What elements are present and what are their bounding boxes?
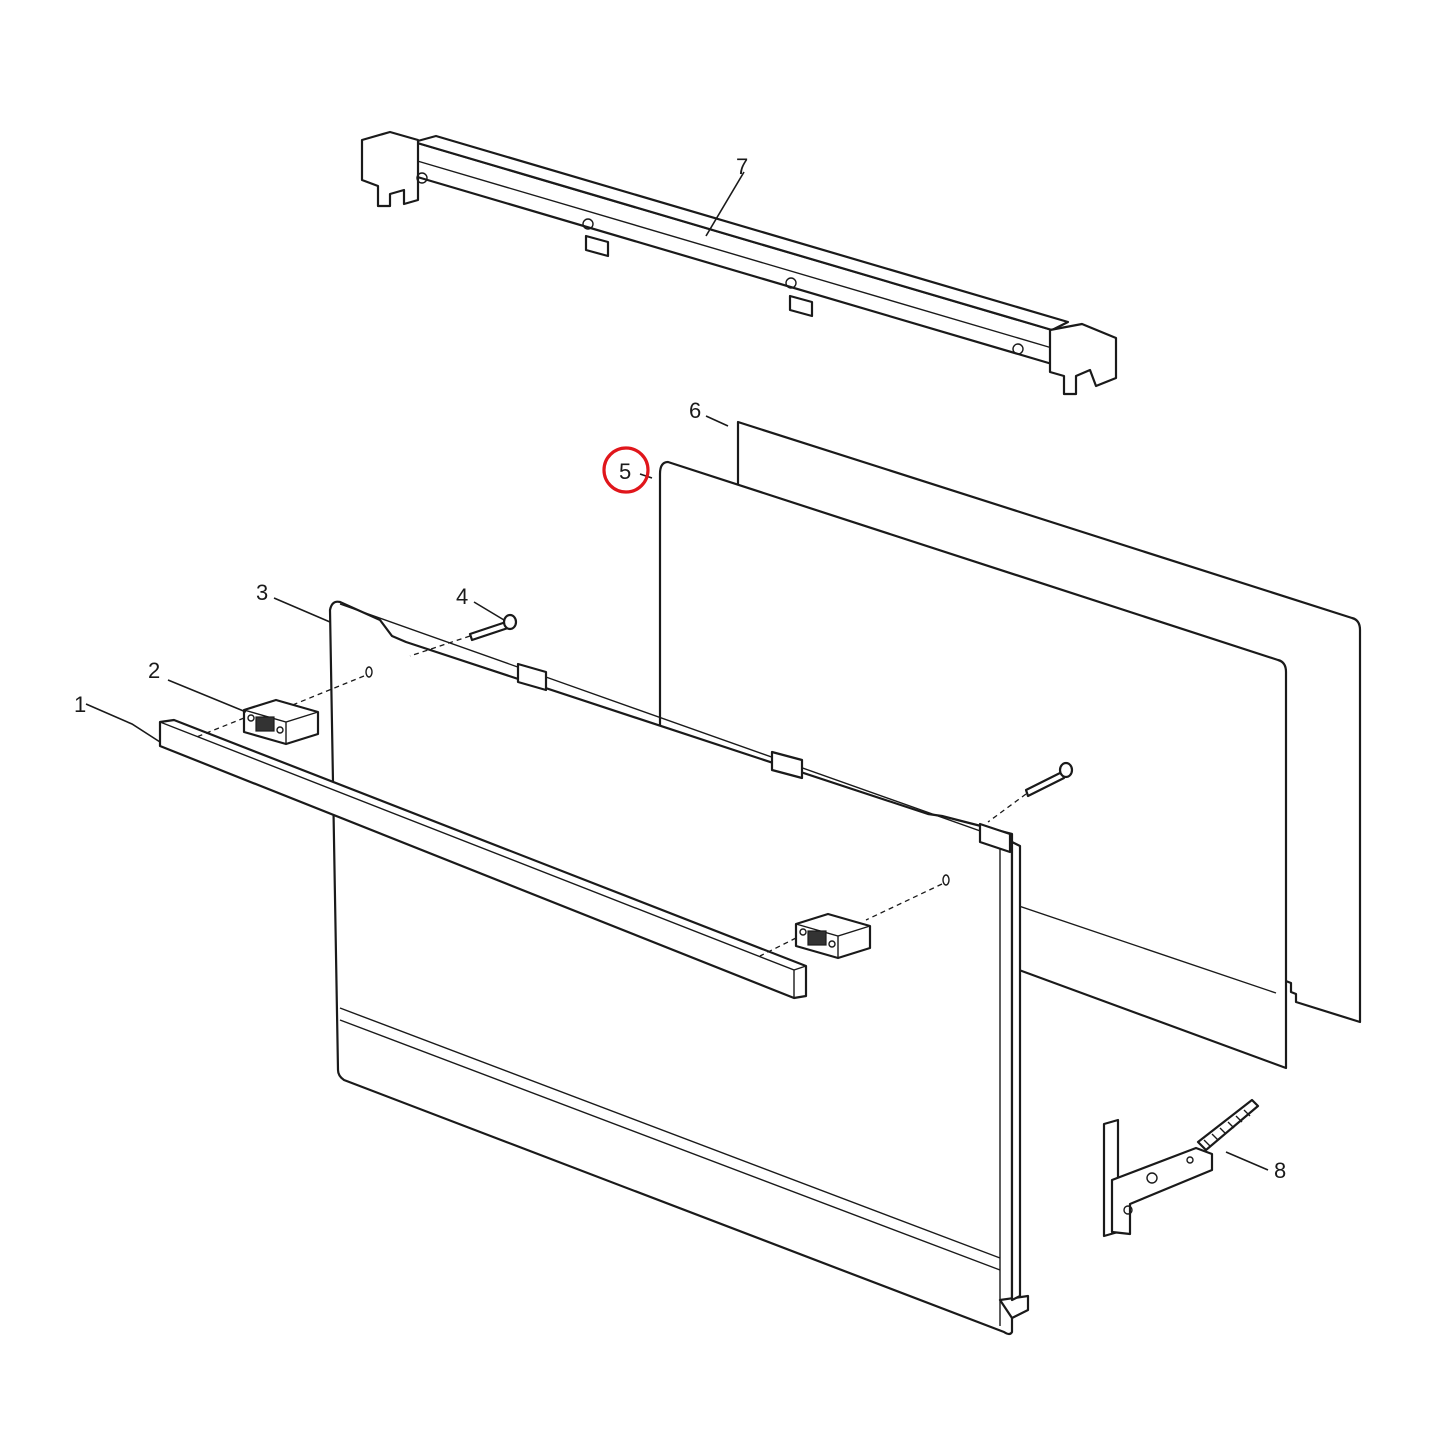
part-3-door-panel[interactable] — [328, 600, 1030, 1336]
callout-6[interactable]: 6 — [689, 398, 701, 423]
part-2-spacer-left[interactable] — [242, 698, 320, 746]
part-2-spacer-right[interactable] — [794, 912, 872, 960]
callout-5[interactable]: 5 — [619, 459, 631, 484]
assembly-guides — [193, 635, 1027, 957]
leader-lines — [85, 171, 1269, 1171]
callout-1[interactable]: 1 — [74, 692, 86, 717]
highlight-ring — [602, 446, 650, 494]
callout-4[interactable]: 4 — [456, 584, 468, 609]
part-4-screw-left[interactable] — [468, 613, 518, 642]
part-1-handle[interactable] — [158, 718, 808, 1000]
part-4-screw-right[interactable] — [1024, 761, 1074, 798]
part-8-hinge[interactable] — [1102, 1098, 1260, 1238]
callout-8[interactable]: 8 — [1274, 1158, 1286, 1183]
callout-2[interactable]: 2 — [148, 658, 160, 683]
callout-7[interactable]: 7 — [736, 154, 748, 179]
callout-3[interactable]: 3 — [256, 580, 268, 605]
part-7-top-trim[interactable] — [360, 130, 1118, 396]
